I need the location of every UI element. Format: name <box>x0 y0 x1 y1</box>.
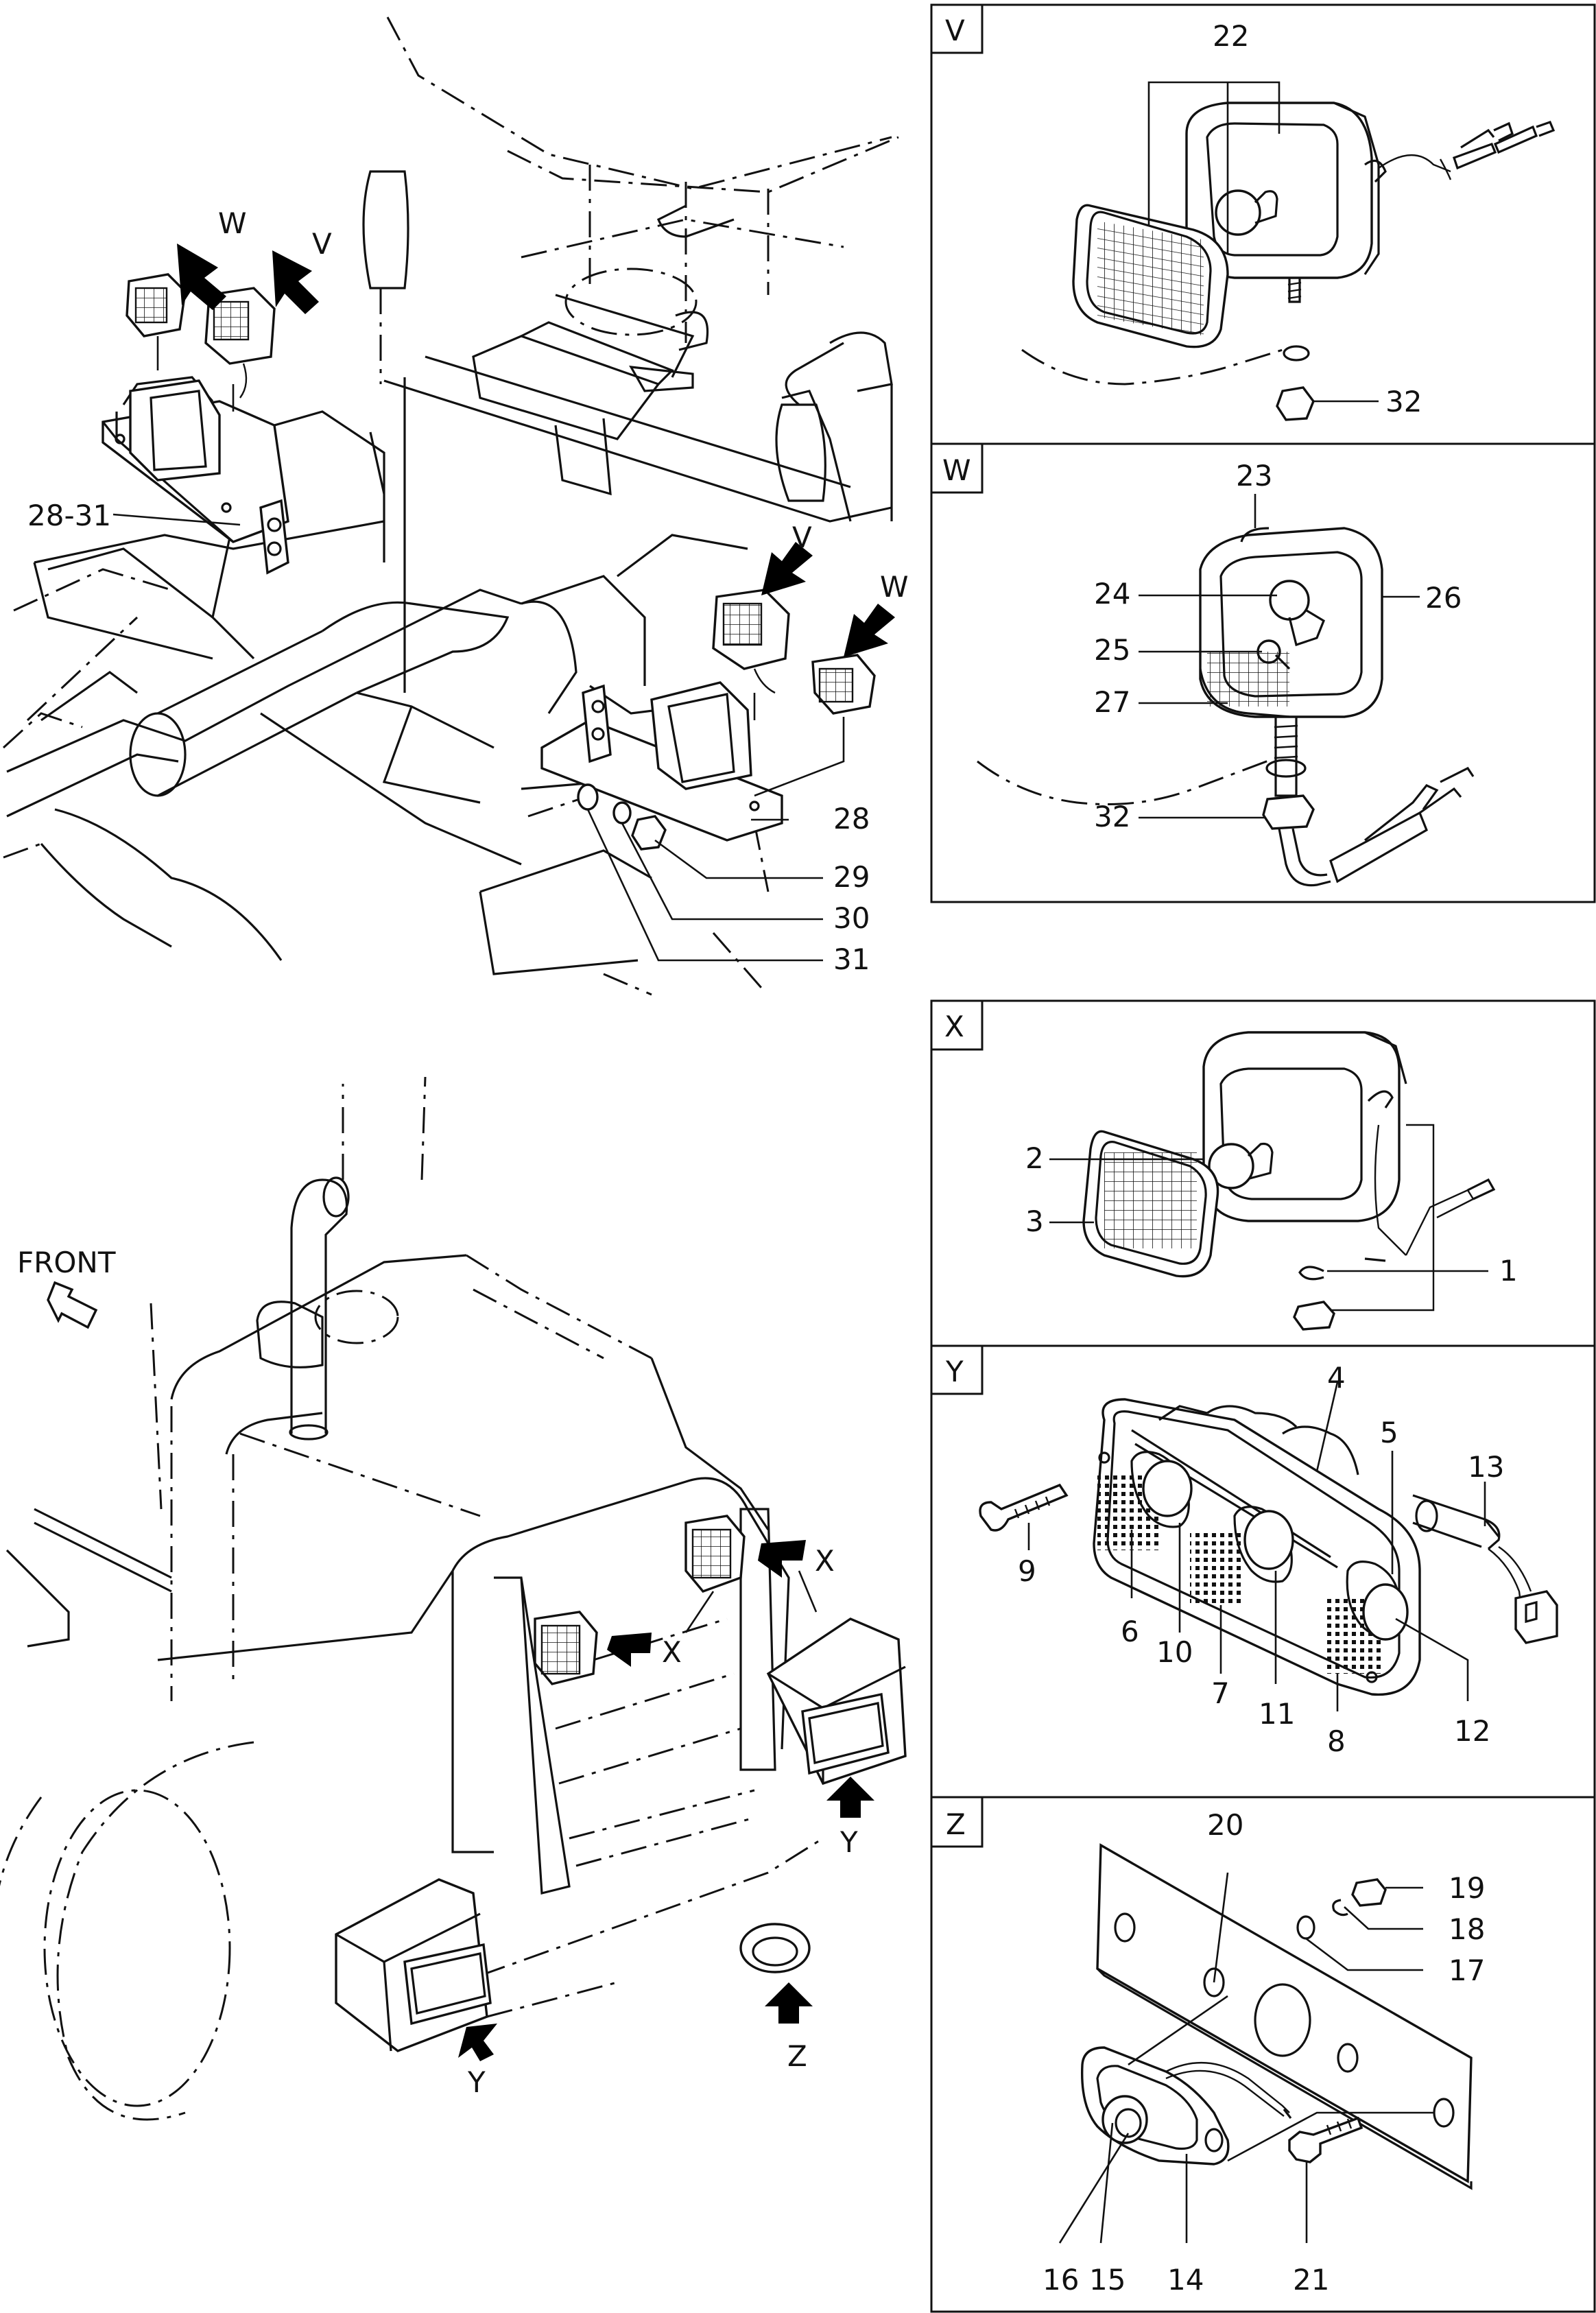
callout-28-31: 28-31 <box>27 499 111 532</box>
panel-x-letter: X <box>944 1010 964 1043</box>
panel-z-frame <box>930 1796 1596 2313</box>
front-hood-illustration <box>0 1076 907 2121</box>
view-arrow-label-w-right: W <box>880 570 909 604</box>
callout-2: 2 <box>1025 1141 1044 1175</box>
callout-4: 4 <box>1327 1361 1346 1395</box>
callout-23: 23 <box>1236 459 1272 493</box>
panel-w-frame <box>930 442 1596 903</box>
callout-18: 18 <box>1449 1912 1485 1946</box>
callout-5: 5 <box>1380 1416 1398 1449</box>
callout-32-w: 32 <box>1094 800 1130 833</box>
callout-29: 29 <box>833 860 870 894</box>
callout-10: 10 <box>1156 1635 1193 1669</box>
panel-v-illustration <box>1021 81 1556 421</box>
callout-25: 25 <box>1094 633 1130 667</box>
callout-30: 30 <box>833 901 870 935</box>
panel-x-illustration <box>1049 1031 1496 1331</box>
panel-v-letter: V <box>945 14 965 47</box>
callout-20: 20 <box>1207 1808 1243 1842</box>
callout-31: 31 <box>833 942 870 976</box>
callout-19: 19 <box>1449 1871 1485 1905</box>
panel-y-illustration <box>979 1381 1558 1711</box>
view-arrow-label-v-right: V <box>792 521 812 554</box>
panel-x-callouts: 2 3 1 <box>1025 1141 1518 1288</box>
view-arrow-label-v-left: V <box>312 227 332 261</box>
callout-6: 6 <box>1121 1615 1139 1648</box>
panel-z-letter: Z <box>946 1807 966 1841</box>
part-20-plate <box>1096 1843 1473 2183</box>
callout-12: 12 <box>1454 1714 1490 1748</box>
callout-32-v: 32 <box>1385 385 1422 418</box>
panel-frames: V W X Y Z <box>930 3 1596 2313</box>
panel-z-illustration <box>1058 1843 1473 2244</box>
part-19-nut <box>1351 1878 1387 1907</box>
callout-16: 16 <box>1043 2263 1079 2297</box>
callout-21: 21 <box>1293 2263 1329 2297</box>
panel-w-callouts: 23 24 25 26 27 32 <box>1094 459 1462 833</box>
view-arrow-label-y-right: Y <box>839 1825 858 1859</box>
panel-z-callouts: 20 19 18 17 16 15 14 21 <box>1043 1808 1485 2297</box>
callout-22: 22 <box>1213 19 1249 53</box>
callout-26: 26 <box>1425 581 1462 615</box>
view-arrow-label-x-upper: X <box>815 1544 835 1578</box>
callout-11: 11 <box>1259 1697 1295 1731</box>
panel-y-letter: Y <box>945 1355 964 1388</box>
callout-27: 27 <box>1094 685 1130 719</box>
part-17-washer <box>1296 1915 1315 1940</box>
callout-7: 7 <box>1211 1676 1230 1710</box>
view-arrow-label-w-left: W <box>218 206 247 240</box>
panel-w-illustration <box>977 494 1475 887</box>
callout-28: 28 <box>833 802 870 835</box>
callout-24: 24 <box>1094 577 1130 610</box>
callout-13: 13 <box>1468 1450 1504 1484</box>
part-9-screw <box>979 1483 1069 1532</box>
part-31-washer <box>577 783 599 811</box>
callout-1: 1 <box>1499 1254 1518 1288</box>
panel-v-callouts: 22 32 <box>1213 19 1422 418</box>
callout-14: 14 <box>1167 2263 1204 2297</box>
callout-9: 9 <box>1018 1554 1036 1588</box>
view-arrow-label-x-lower: X <box>662 1635 682 1669</box>
front-direction-label: FRONT <box>17 1246 116 1279</box>
part-21-screw <box>1288 2116 1363 2163</box>
callout-17: 17 <box>1449 1954 1485 1987</box>
part-30-lockwasher <box>612 801 632 825</box>
callout-15: 15 <box>1089 2263 1125 2297</box>
part-18-lockwasher <box>1332 1899 1348 1917</box>
panel-w-letter: W <box>942 453 971 487</box>
view-arrow-label-y-left: Y <box>467 2065 486 2099</box>
main-callouts-top: 28-31 28 29 30 31 W V V W <box>27 206 909 976</box>
callout-8: 8 <box>1327 1724 1346 1758</box>
view-arrow-label-z: Z <box>787 2039 807 2073</box>
panel-y-callouts: 4 5 13 9 6 10 7 11 8 12 <box>1018 1361 1504 1758</box>
main-callouts-bottom: FRONT X X Y Y Z <box>17 1246 858 2099</box>
callout-3: 3 <box>1025 1205 1044 1238</box>
rear-body-illustration <box>2 16 899 996</box>
